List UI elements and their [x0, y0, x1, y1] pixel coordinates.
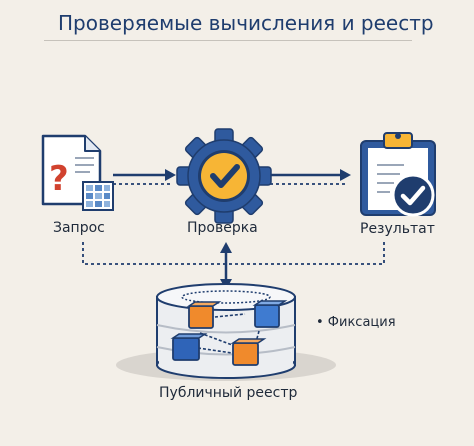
arrow-verify-ledger-bidirectional	[220, 242, 232, 290]
verify-label: Проверка	[187, 220, 258, 236]
arrow-verify-to-result	[270, 169, 351, 185]
ledger-block	[170, 333, 208, 361]
database-blocks-icon	[116, 283, 336, 381]
query-label: Запрос	[53, 220, 105, 236]
result-label: Результат	[360, 221, 435, 237]
ledger-label: Публичный реестр	[159, 385, 298, 401]
ledger-block	[252, 300, 288, 328]
svg-text:?: ?	[49, 159, 69, 199]
fix-label: • Фиксация	[316, 315, 396, 330]
title-divider	[44, 40, 412, 41]
ledger-block	[230, 338, 267, 366]
clipboard-check-icon	[360, 132, 436, 217]
gear-check-icon	[176, 128, 272, 224]
ledger-block	[186, 301, 222, 329]
page-title: Проверяемые вычисления и реестр	[58, 11, 434, 35]
dotted-loop-connector	[82, 242, 385, 265]
document-question-icon: ?	[41, 134, 114, 211]
arrow-query-to-verify	[113, 169, 176, 185]
